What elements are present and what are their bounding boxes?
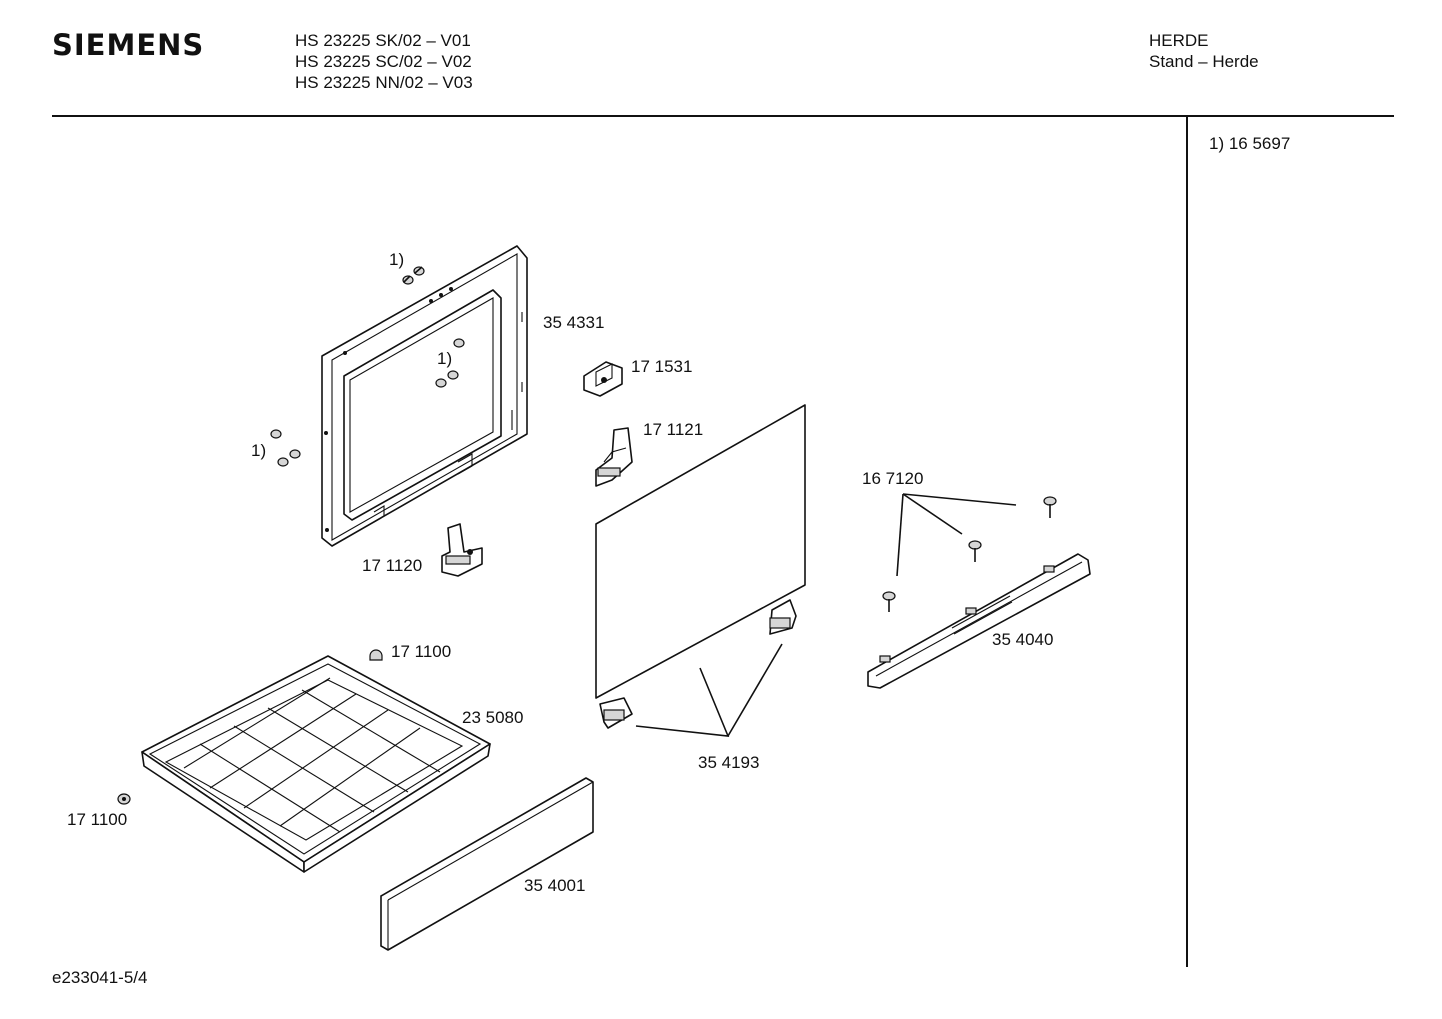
hinge-top-part [583,361,623,397]
door-frame-part [321,245,528,547]
glass-panel-label: 35 4193 [698,753,759,772]
rail-screw-part [882,496,1057,612]
brand-logo: SIEMENS [52,28,205,62]
foot-left-label: 17 1100 [67,810,127,829]
door-frame-label: 35 4331 [543,313,604,332]
rail-label: 35 4040 [992,630,1053,649]
category-title: HERDE [1149,31,1209,50]
model-line: HS 23225 SC/02 – V02 [295,52,472,71]
leader-line [902,493,1017,506]
foot-top-part [369,649,383,661]
header-divider [52,115,1394,117]
foot-left-part [117,793,131,805]
leader-line [902,493,963,535]
screw-group-left [270,429,301,467]
model-list: HS 23225 SK/02 – V01 HS 23225 SC/02 – V0… [295,30,473,93]
screw-marker-label: 1) [389,250,404,269]
hinge-low-part [441,523,483,577]
foot-top-label: 17 1100 [391,642,451,661]
front-panel-part [380,777,594,951]
rail-screws-label: 16 7120 [862,469,923,488]
screw-marker-label: 1) [251,441,266,460]
rail-part [867,553,1091,689]
tray-label: 23 5080 [462,708,523,727]
glass-panel-part [595,404,806,729]
leader-line [727,643,783,737]
footnote-screw-part: 1) 16 5697 [1209,134,1291,153]
hinge-mid-part [595,427,633,487]
sidebar-divider [1186,117,1188,967]
screw-marker-label: 1) [437,349,452,368]
screw-group-center [435,338,465,388]
hinge-mid-label: 17 1121 [643,420,703,439]
diagram-code: e233041-5/4 [52,968,148,987]
category-subtitle: Stand – Herde [1149,52,1259,71]
category-block: HERDE Stand – Herde [1149,30,1259,72]
tray-part [141,655,491,873]
hinge-low-label: 17 1120 [362,556,422,575]
model-line: HS 23225 NN/02 – V03 [295,73,473,92]
leader-line [896,493,904,577]
leader-line [635,667,730,737]
model-line: HS 23225 SK/02 – V01 [295,31,471,50]
screw-group-top [402,266,425,285]
front-panel-label: 35 4001 [524,876,585,895]
hinge-top-label: 17 1531 [631,357,692,376]
